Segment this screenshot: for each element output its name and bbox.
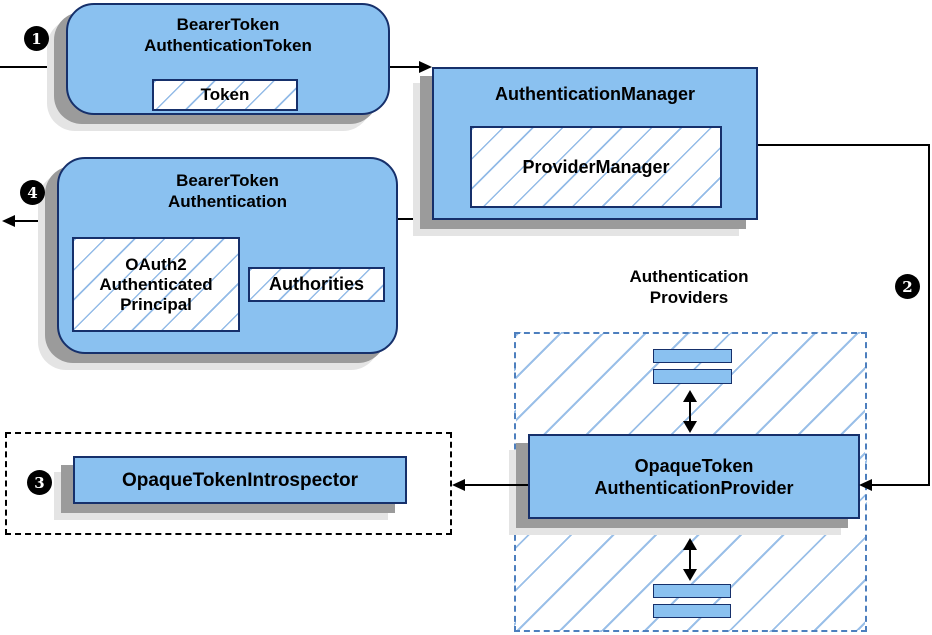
arrow-down-icon [683, 569, 697, 581]
bearer-token-authentication-outgoing-line [14, 220, 57, 222]
double-arrow-bottom [683, 538, 697, 581]
step-4-badge: 4 [20, 180, 45, 205]
step-2-badge: 2 [895, 274, 920, 299]
label-line: Providers [649, 288, 729, 307]
authentication-manager-to-provider-line [872, 484, 930, 486]
provider-to-introspector-line [464, 484, 528, 486]
provider-item-bar [653, 349, 732, 363]
introspector-group: OpaqueTokenIntrospector [5, 432, 452, 535]
provider-item-bar [653, 604, 731, 618]
node-title: AuthenticationManager [494, 84, 695, 104]
opaque-token-authentication-provider-node: OpaqueToken AuthenticationProvider [528, 434, 860, 519]
authentication-providers-label: Authentication Providers [589, 266, 789, 308]
bearer-token-authentication-node: BearerToken Authentication OAuth2 Authen… [57, 157, 398, 354]
node-title-line: OpaqueToken [634, 455, 754, 476]
provider-item-bar [653, 584, 731, 598]
bearer-token-authentication-token-node: BearerToken AuthenticationToken Token [66, 3, 390, 115]
node-title-line: Authentication [168, 192, 287, 211]
token-to-authentication-manager-line [390, 66, 422, 68]
arrow-up-icon [683, 390, 697, 402]
authentication-manager-to-provider-line [928, 144, 930, 486]
authentication-manager-to-bearer-token-authentication-line [398, 218, 432, 220]
oauth2-authenticated-principal-field: OAuth2 Authenticated Principal [72, 237, 240, 332]
node-title-line: AuthenticationProvider [594, 477, 794, 498]
provider-manager-field: ProviderManager [470, 126, 722, 208]
arrow-up-icon [683, 538, 697, 550]
authentication-manager-to-provider-line [758, 144, 930, 146]
field-line: Principal [120, 294, 192, 314]
double-arrow-top [683, 390, 697, 433]
field-line: OAuth2 [125, 254, 187, 274]
arrow-down-icon [683, 421, 697, 433]
arrow-left-icon [859, 479, 872, 491]
node-title-line: BearerToken [176, 171, 279, 190]
authorities-field: Authorities [248, 267, 385, 302]
step-3-badge: 3 [27, 470, 52, 495]
step-1-badge: 1 [24, 26, 49, 51]
provider-item-bar [653, 369, 732, 384]
label-line: Authentication [629, 267, 749, 286]
token-field: Token [152, 79, 298, 111]
arrow-right-icon [419, 61, 432, 73]
node-title-line: BearerToken [176, 15, 280, 34]
node-title: OpaqueTokenIntrospector [121, 469, 359, 491]
opaque-token-introspector-node: OpaqueTokenIntrospector [73, 456, 407, 504]
authentication-manager-node: AuthenticationManager ProviderManager [432, 67, 758, 220]
authentication-providers-group: OpaqueToken AuthenticationProvider [514, 332, 867, 632]
arrow-left-icon [452, 479, 465, 491]
field-line: Authenticated [99, 274, 213, 294]
arrow-left-icon [2, 215, 15, 227]
incoming-request-line [0, 66, 66, 68]
node-title-line: AuthenticationToken [144, 36, 312, 55]
